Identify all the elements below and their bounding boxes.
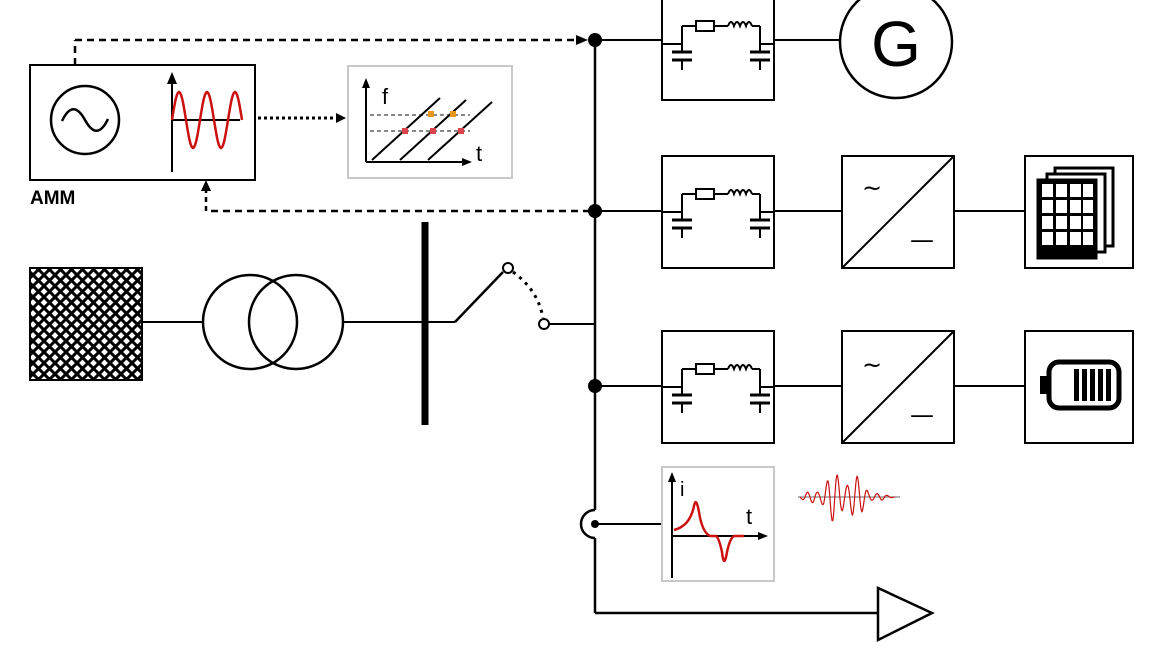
solar-panel-icon (1024, 155, 1134, 269)
measurement-link-pv (201, 180, 590, 213)
measurement-link-top (73, 35, 588, 65)
frequency-axis-label: f (382, 84, 389, 109)
amm-label: AMM (30, 188, 75, 209)
current-transient-plot: i t (661, 466, 775, 582)
amm-output-arrow (258, 113, 346, 123)
battery-icon (1024, 330, 1134, 444)
main-bus (579, 33, 878, 615)
svg-text:~: ~ (862, 351, 882, 379)
time-axis-label: t (746, 504, 752, 529)
amm-device (29, 64, 256, 181)
lc-filter-icon (660, 0, 776, 102)
svg-text:—: — (910, 226, 934, 254)
time-axis-label: t (476, 141, 482, 166)
current-axis-label: i (680, 479, 684, 501)
svg-text:~: ~ (862, 174, 882, 202)
circuit-breaker-switch[interactable] (454, 262, 595, 330)
ac-dc-converter-icon: ~ — (841, 155, 955, 269)
lc-filter-icon (660, 329, 776, 445)
generator-icon: G (838, 0, 954, 100)
ac-dc-converter-icon: ~ — (841, 330, 955, 444)
svg-text:—: — (910, 401, 934, 429)
load-triangle-icon (876, 586, 935, 643)
generator-letter: G (871, 8, 921, 80)
lc-filter-icon (660, 154, 776, 270)
transformer-icon (201, 273, 345, 371)
oscillation-signal-icon (798, 474, 900, 522)
frequency-time-plot: f t (347, 65, 513, 179)
ac-source-icon (49, 84, 121, 156)
grid-network-icon (29, 267, 143, 381)
